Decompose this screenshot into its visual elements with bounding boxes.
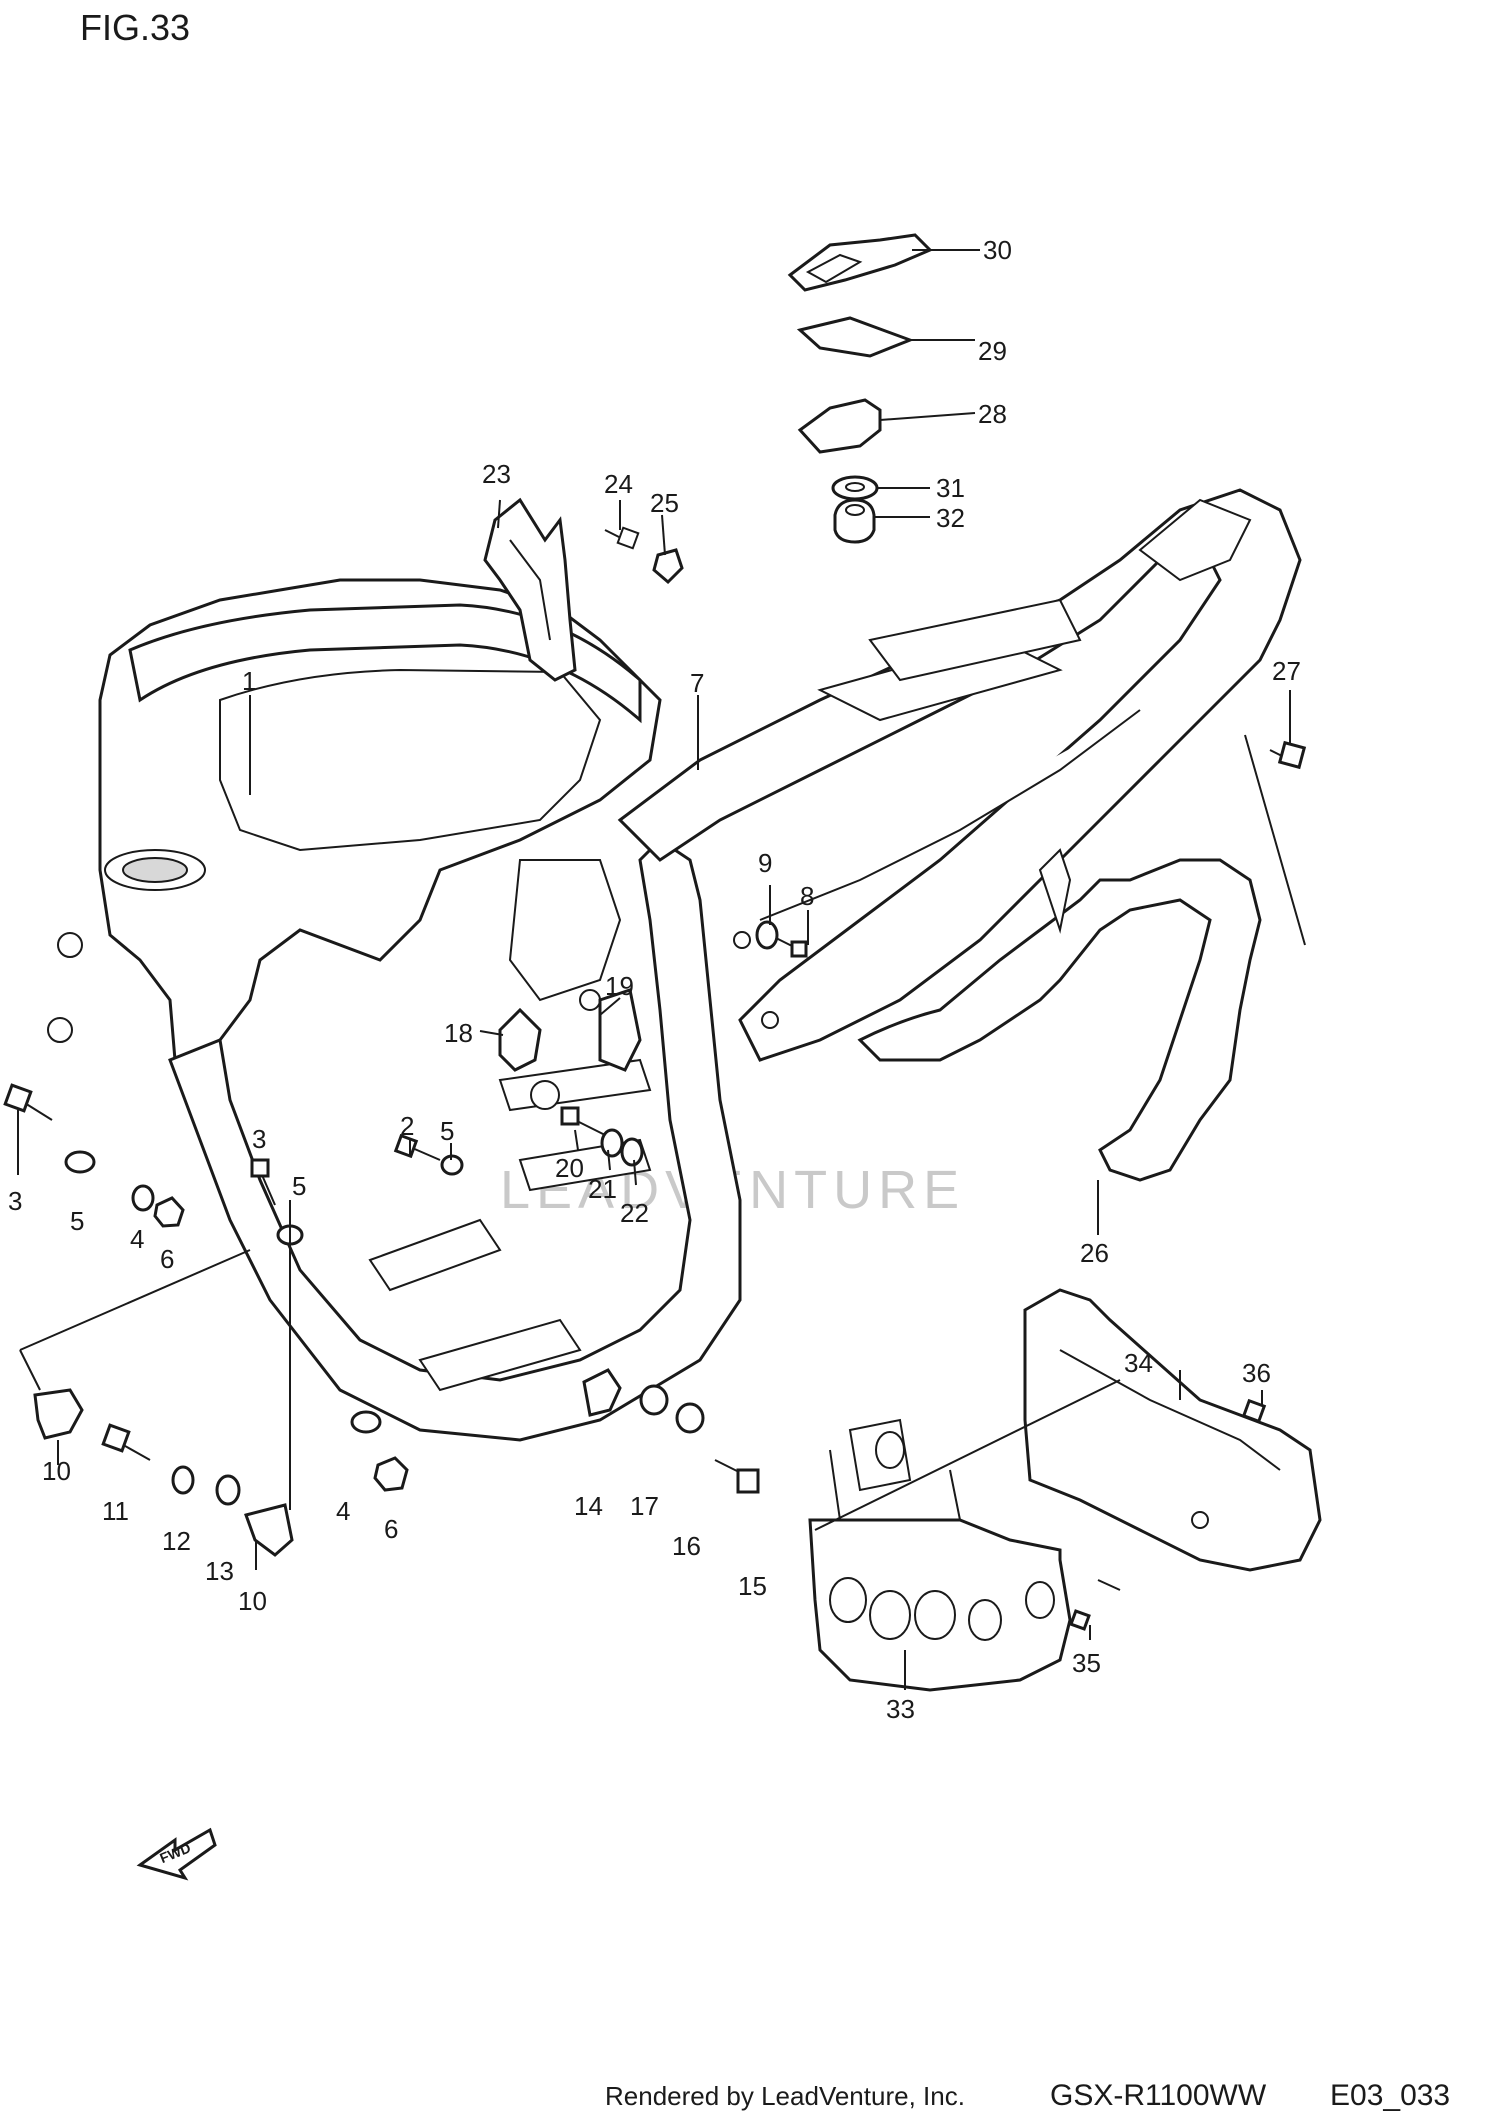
washer-16 [675, 1402, 705, 1434]
bolt-8 [769, 934, 808, 958]
callout-26: 26 [1080, 1238, 1109, 1268]
callout-19: 19 [605, 971, 634, 1001]
footer-rendered-by: Rendered by LeadVenture, Inc. [605, 2081, 965, 2111]
callout-25: 25 [650, 488, 679, 518]
callout-36: 36 [1242, 1358, 1271, 1388]
cover-34 [1023, 1288, 1322, 1572]
callout-7: 7 [690, 668, 704, 698]
callout-3: 3 [8, 1186, 22, 1216]
callout-14: 14 [574, 1491, 603, 1521]
callout-4: 4 [130, 1224, 144, 1254]
bolt-36 [1241, 1398, 1267, 1424]
callout-8: 8 [800, 881, 814, 911]
callout-20: 20 [555, 1153, 584, 1183]
nut-6-lower [373, 1456, 409, 1492]
bolt-24 [604, 526, 640, 550]
forward-arrow-icon: FWD [136, 1827, 217, 1881]
washer-4-lower [350, 1410, 382, 1434]
callout-29: 29 [978, 336, 1007, 366]
footer-diagram-code: E03_033 [1330, 2079, 1450, 2112]
plate-14 [582, 1368, 622, 1417]
callout-5: 5 [70, 1206, 84, 1236]
callout-28: 28 [978, 399, 1007, 429]
callout-3: 3 [252, 1124, 266, 1154]
nut-6-left [153, 1196, 185, 1228]
bolt-3-inner [250, 1158, 276, 1206]
bracket-19 [598, 988, 642, 1072]
callout-31: 31 [936, 473, 965, 503]
bolt-20 [560, 1106, 606, 1136]
callout-6: 6 [160, 1244, 174, 1274]
seat-rail [617, 488, 1302, 1062]
callout-18: 18 [444, 1018, 473, 1048]
plate-10-lower [244, 1503, 294, 1557]
callout-17: 17 [630, 1491, 659, 1521]
callout-11: 11 [102, 1496, 129, 1526]
bracket-23 [483, 497, 577, 682]
callout-34: 34 [1124, 1348, 1153, 1378]
bolt-27 [1269, 740, 1307, 770]
cushion-32 [833, 498, 876, 544]
cap-25 [652, 548, 684, 585]
callout-2: 2 [400, 1111, 414, 1141]
cushion-31 [831, 475, 879, 501]
callout-13: 13 [205, 1556, 234, 1586]
bracket-18 [498, 1007, 542, 1072]
bolt-2 [393, 1133, 441, 1161]
figure-label: FIG.33 [80, 7, 190, 48]
washer-9 [755, 920, 779, 950]
holder-28 [797, 398, 882, 454]
callout-5: 5 [292, 1171, 306, 1201]
stay-26 [857, 848, 1262, 1182]
callout-10: 10 [238, 1586, 267, 1616]
callout-12: 12 [162, 1526, 191, 1556]
callout-16: 16 [672, 1531, 701, 1561]
plate-10-left [33, 1388, 84, 1440]
plate-29 [796, 316, 915, 358]
callout-23: 23 [482, 459, 511, 489]
main-frame [47, 578, 742, 1442]
callout-10: 10 [42, 1456, 71, 1486]
callout-32: 32 [936, 503, 965, 533]
callout-33: 33 [886, 1694, 915, 1724]
callout-1: 1 [242, 666, 256, 696]
callout-4: 4 [336, 1496, 350, 1526]
washer-21 [600, 1128, 624, 1158]
callout-24: 24 [604, 469, 633, 499]
bolt-35 [1069, 1609, 1091, 1631]
washer-12 [171, 1465, 195, 1495]
bolt-3-left [3, 1083, 53, 1121]
bolt-15 [714, 1459, 760, 1494]
bolt-11 [101, 1423, 151, 1461]
callout-15: 15 [738, 1571, 767, 1601]
washer-17 [639, 1384, 669, 1416]
washer-13 [215, 1474, 241, 1506]
leader-lines [17, 249, 1306, 1690]
under-cover-33 [808, 1418, 1072, 1692]
footer-model-code: GSX-R1100WW [1050, 2079, 1267, 2112]
callout-22: 22 [620, 1198, 649, 1228]
washer-5-left [64, 1150, 96, 1174]
strap-30 [787, 233, 933, 292]
callout-labels: 1 2 3 3 4 4 5 5 5 6 6 7 8 9 10 10 11 12 … [8, 235, 1301, 1724]
callout-6: 6 [384, 1514, 398, 1544]
callout-21: 21 [588, 1174, 617, 1204]
callout-5: 5 [440, 1116, 454, 1146]
callout-9: 9 [758, 848, 772, 878]
washer-4-left [131, 1184, 155, 1212]
washer-22 [620, 1137, 644, 1167]
callout-27: 27 [1272, 656, 1301, 686]
callout-30: 30 [983, 235, 1012, 265]
callout-35: 35 [1072, 1648, 1101, 1678]
